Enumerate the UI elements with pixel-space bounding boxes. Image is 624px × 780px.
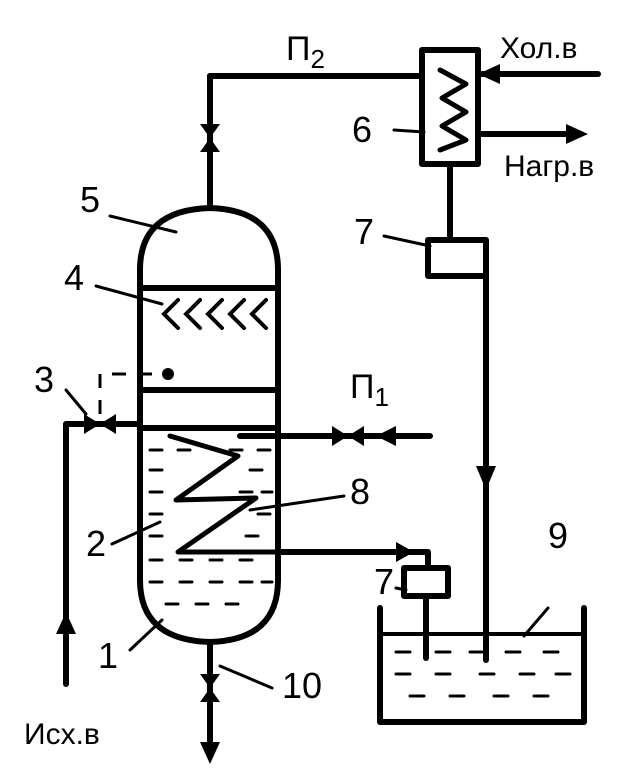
callout-4: 4 (64, 257, 84, 298)
callout-1: 1 (98, 635, 118, 676)
callout-9: 9 (548, 515, 568, 556)
callout-10: 10 (282, 665, 322, 706)
vessel-liquid (148, 448, 274, 606)
callout-3: 3 (34, 359, 54, 400)
steam-inlet-valve[interactable] (332, 426, 364, 446)
level-control-link (98, 372, 166, 414)
condensate-trap-upper (425, 237, 489, 279)
callout-5: 5 (80, 179, 100, 220)
callout-7-upper: 7 (354, 211, 374, 252)
source-water-arrow (56, 612, 76, 634)
vapor-outlet-valve[interactable] (200, 124, 220, 152)
callout-2: 2 (86, 523, 106, 564)
condenser-coil (437, 67, 469, 153)
heating-coil (167, 433, 281, 555)
separator-chevrons (161, 298, 268, 330)
label-source-water: Исх.в (24, 718, 100, 751)
callout-6: 6 (352, 109, 372, 150)
condensate-arrow (396, 542, 414, 562)
condensate-line (275, 549, 431, 569)
condensate-trap-lower (401, 565, 451, 599)
steam-inlet-arrow (376, 426, 396, 446)
vessel (137, 205, 281, 645)
label-p2: П2 (286, 30, 325, 74)
feed-valve[interactable] (84, 414, 116, 434)
collector-liquid (394, 650, 572, 698)
cold-water-arrow (478, 64, 500, 84)
callout-7-lower: 7 (374, 561, 394, 602)
heated-water-arrow (566, 124, 588, 144)
label-heated-water: Нагр.в (504, 150, 594, 183)
drain-valve[interactable] (200, 674, 220, 702)
callout-leaders (64, 128, 550, 690)
callout-8: 8 (350, 471, 370, 512)
collector-tank (377, 605, 587, 725)
distillate-arrow (476, 466, 496, 490)
drain-arrow (200, 742, 220, 764)
label-cold-water: Хол.в (500, 32, 577, 65)
level-sensor (162, 368, 174, 380)
label-p1: П1 (350, 368, 389, 412)
